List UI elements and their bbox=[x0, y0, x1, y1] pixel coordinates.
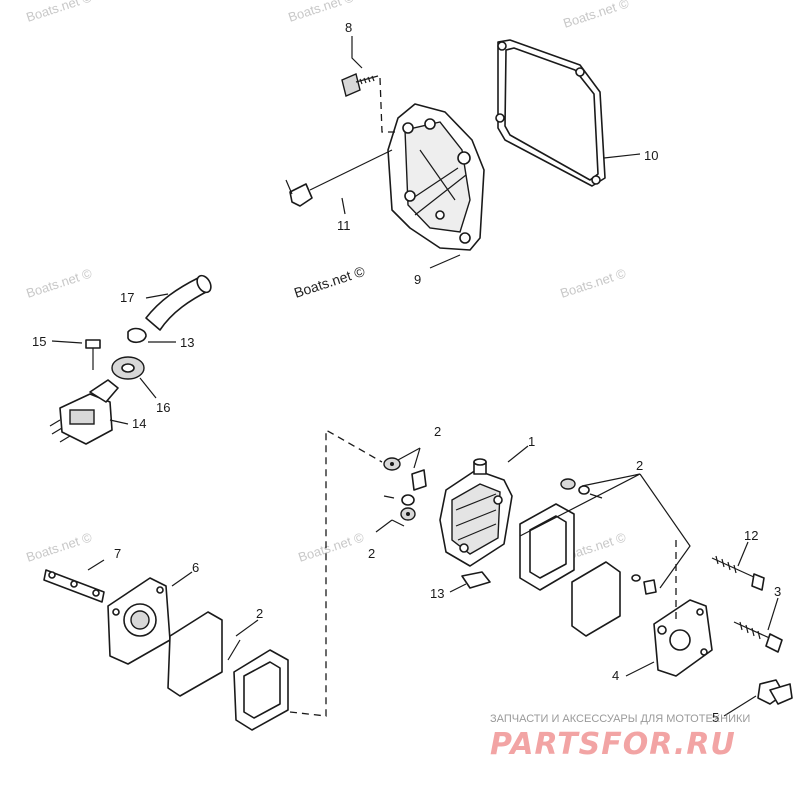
callout-5: 5 bbox=[712, 710, 719, 725]
partsfor-logo: ЗАПЧАСТИ И АКСЕССУАРЫ ДЛЯ МОТОТЕХНИКИ PA… bbox=[490, 713, 750, 762]
callout-10: 10 bbox=[644, 148, 658, 163]
part-4-cover bbox=[653, 599, 713, 677]
part-13-clamp-left bbox=[127, 327, 147, 344]
part-2-gasket-right-a bbox=[519, 503, 575, 591]
part-13-clamp-right bbox=[461, 571, 491, 589]
callout-9: 9 bbox=[414, 272, 421, 287]
callout-14: 14 bbox=[132, 416, 146, 431]
watermark-mid-left: Boats.net © bbox=[24, 265, 94, 300]
callout-1: 1 bbox=[528, 434, 535, 449]
callout-12: 12 bbox=[744, 528, 758, 543]
part-11-rod bbox=[285, 149, 393, 207]
part-5-elbow bbox=[757, 679, 793, 705]
logo-brand: PARTSFOR.RU bbox=[490, 727, 736, 762]
callout-15: 15 bbox=[32, 334, 46, 349]
part-2-gasket-left-b bbox=[233, 649, 289, 731]
callout-2-left: 2 bbox=[256, 606, 263, 621]
watermark-low-center: Boats.net © bbox=[296, 529, 366, 564]
callout-7: 7 bbox=[114, 546, 121, 561]
part-2-gasket-left-a bbox=[167, 611, 223, 697]
part-15-bolt bbox=[85, 339, 101, 370]
callout-3: 3 bbox=[774, 584, 781, 599]
part-2-diaphragm-right bbox=[571, 561, 621, 637]
callout-13-right: 13 bbox=[430, 586, 444, 601]
callout-2-lower: 2 bbox=[368, 546, 375, 561]
callout-2-right: 2 bbox=[636, 458, 643, 473]
part-14-fuel-pump bbox=[49, 379, 119, 445]
callout-17: 17 bbox=[120, 290, 134, 305]
part-2-check-valves bbox=[383, 457, 427, 521]
part-10-gasket bbox=[495, 39, 606, 187]
callout-6: 6 bbox=[192, 560, 199, 575]
callout-4: 4 bbox=[612, 668, 619, 683]
callout-16: 16 bbox=[156, 400, 170, 415]
part-17-hose bbox=[145, 274, 212, 331]
part-7-link bbox=[43, 569, 105, 603]
callout-11: 11 bbox=[337, 218, 351, 233]
logo-tagline: ЗАПЧАСТИ И АКСЕССУАРЫ ДЛЯ МОТОТЕХНИКИ bbox=[490, 713, 750, 725]
callout-13-left: 13 bbox=[180, 335, 194, 350]
part-6-adapter bbox=[107, 577, 171, 665]
part-1-pump-body bbox=[439, 458, 513, 567]
callout-2-upper: 2 bbox=[434, 424, 441, 439]
watermark-mid-right: Boats.net © bbox=[558, 265, 628, 300]
part-12-bolt bbox=[711, 555, 765, 591]
part-3-bolt bbox=[733, 621, 783, 653]
part-9-bracket bbox=[387, 103, 485, 251]
part-2-valve-parts-right bbox=[560, 478, 657, 595]
part-8-screw bbox=[341, 73, 379, 97]
watermark-top-left: Boats.net © bbox=[24, 0, 94, 25]
callout-8: 8 bbox=[345, 20, 352, 35]
part-16-grommet bbox=[111, 356, 145, 380]
watermark-top-right: Boats.net © bbox=[561, 0, 631, 31]
watermark-low-left: Boats.net © bbox=[24, 529, 94, 564]
watermark-main: Boats.net © bbox=[292, 263, 367, 301]
